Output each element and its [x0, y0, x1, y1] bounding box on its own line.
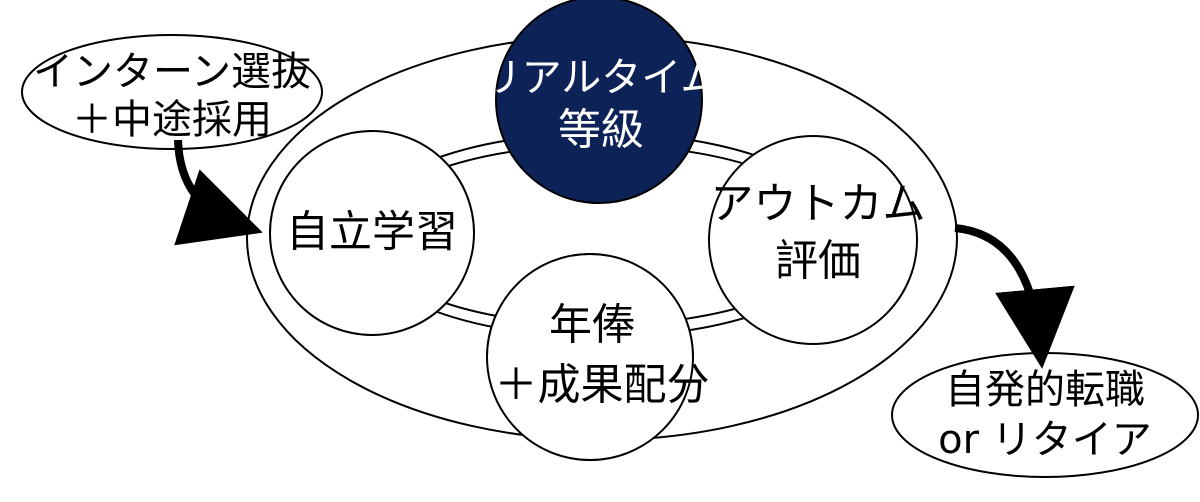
- input-ellipse: [21, 34, 323, 150]
- learning-label: 自立学習: [286, 208, 458, 258]
- realtime-grade-node: リアルタイム 等級: [482, 0, 721, 204]
- input-line1: インターン選抜: [33, 49, 311, 95]
- learning-node: 自立学習: [269, 130, 475, 336]
- input-node: インターン選抜 ＋中途採用: [21, 34, 323, 150]
- learning-circle: [269, 130, 475, 336]
- realtime-grade-circle: [495, 0, 703, 204]
- arrow-input-to-cycle: [174, 139, 263, 246]
- output-line2: or リタイア: [938, 417, 1152, 463]
- outcome-line2: 評価: [775, 237, 861, 287]
- arrow-cycle-to-output: [954, 224, 1075, 369]
- realtime-grade-line1: リアルタイム: [482, 55, 721, 101]
- output-line1: 自発的転職: [945, 367, 1145, 413]
- outcome-circle: [708, 135, 918, 345]
- output-node: 自発的転職 or リタイア: [891, 352, 1199, 478]
- outcome-line1: アウトカム: [711, 180, 926, 230]
- salary-node: 年俸 ＋成果配分: [486, 253, 710, 461]
- salary-line2: ＋成果配分: [495, 361, 710, 411]
- input-line2: ＋中途採用: [72, 97, 272, 143]
- salary-line1: 年俸: [549, 301, 635, 351]
- salary-circle: [486, 253, 694, 461]
- outcome-node: アウトカム 評価: [708, 135, 926, 345]
- realtime-grade-line2: 等級: [558, 106, 644, 156]
